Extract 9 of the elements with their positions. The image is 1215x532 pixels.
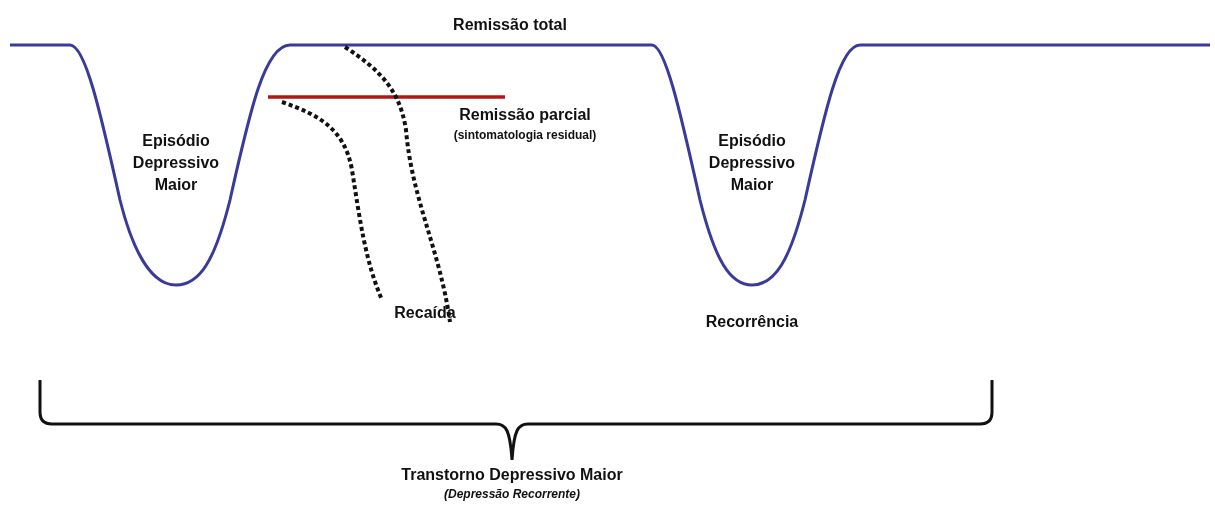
state-label: Remissão parcial bbox=[458, 105, 592, 125]
event-label: Recorrência bbox=[704, 312, 800, 332]
episode-label: Episódio Depressivo Maior bbox=[707, 131, 797, 195]
note-label: (sintomatologia residual) bbox=[452, 127, 598, 143]
note-label: (Depressão Recorrente) bbox=[442, 486, 582, 502]
event-label: Recaída bbox=[393, 303, 457, 323]
heading-label: Remissão total bbox=[452, 15, 568, 35]
episode-label: Episódio Depressivo Maior bbox=[131, 131, 221, 195]
diagnosis-label: Transtorno Depressivo Maior bbox=[400, 465, 624, 485]
